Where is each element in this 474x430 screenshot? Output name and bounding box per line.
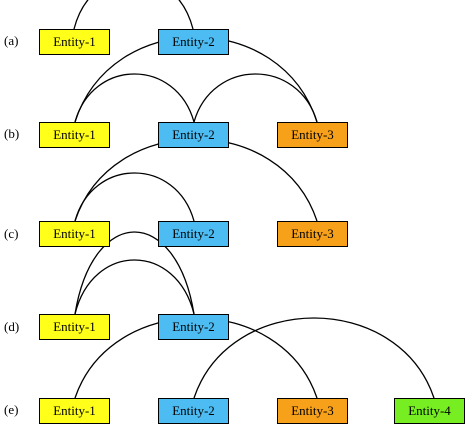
relation-arc bbox=[193, 73, 318, 123]
panel-label-b: (b) bbox=[4, 126, 20, 141]
relation-arc bbox=[74, 73, 195, 123]
panel-label-c: (c) bbox=[4, 226, 19, 241]
panel-label-a: (a) bbox=[4, 33, 19, 48]
relation-arc bbox=[74, 172, 195, 222]
entity-box: Entity-1 bbox=[39, 398, 110, 424]
panel-label-e: (e) bbox=[4, 402, 19, 417]
entity-box: Entity-2 bbox=[158, 314, 229, 340]
entity-box: Entity-3 bbox=[277, 221, 348, 247]
panel-label-d: (d) bbox=[4, 319, 20, 334]
entity-box: Entity-4 bbox=[394, 398, 465, 424]
entity-box: Entity-2 bbox=[158, 122, 229, 148]
relation-arc bbox=[74, 231, 195, 315]
entity-box: Entity-1 bbox=[39, 29, 110, 55]
entity-box: Entity-1 bbox=[39, 221, 110, 247]
relation-arc bbox=[74, 138, 318, 222]
entity-box: Entity-2 bbox=[158, 398, 229, 424]
entity-box: Entity-1 bbox=[39, 314, 110, 340]
entity-box: Entity-2 bbox=[158, 29, 229, 55]
entity-box: Entity-1 bbox=[39, 122, 110, 148]
relation-arc bbox=[193, 317, 435, 399]
entity-box: Entity-3 bbox=[277, 398, 348, 424]
entity-box: Entity-2 bbox=[158, 221, 229, 247]
relation-arc bbox=[73, 0, 194, 30]
relation-arc bbox=[74, 259, 195, 315]
entity-box: Entity-3 bbox=[277, 122, 348, 148]
